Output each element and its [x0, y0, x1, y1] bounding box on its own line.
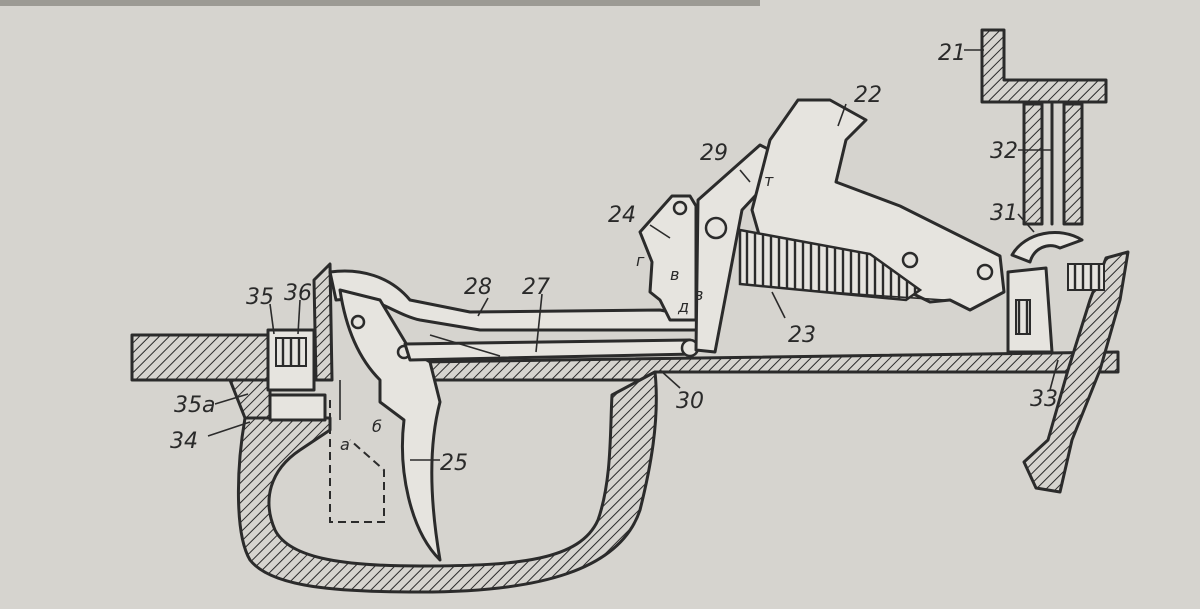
label-33: 33 [1030, 387, 1058, 412]
label-27: 27 [522, 275, 550, 300]
letter-b: б [372, 417, 382, 436]
mainspring-23 [738, 228, 923, 302]
rod-spring [429, 334, 501, 357]
letter-g: г [636, 251, 645, 270]
label-30: 30 [676, 389, 704, 414]
stock-block [130, 333, 272, 382]
letter-a: а [340, 435, 350, 454]
leader-lines [207, 49, 1059, 461]
rear-tang [228, 378, 272, 420]
spring-column-left [1022, 102, 1044, 226]
catch-spring [1015, 299, 1031, 335]
label-25: 25 [440, 451, 468, 476]
letter-v1: в [670, 265, 679, 284]
label-28: 28 [464, 275, 492, 300]
label-36: 36 [284, 281, 312, 306]
sear-pin [672, 200, 688, 216]
scan-text-edge [0, 0, 760, 6]
safety-slot [268, 393, 327, 422]
letter-d: д [677, 297, 689, 316]
label-29: 29 [700, 141, 728, 166]
magazine-catch-33 [1022, 250, 1130, 494]
frame-stop-21 [980, 28, 1108, 104]
label-31: 31 [990, 201, 1018, 226]
catch-spring-33 [1067, 263, 1105, 291]
hammer-pivot [901, 251, 919, 269]
spring-column-right [1062, 102, 1084, 226]
label-24: 24 [608, 203, 636, 228]
mainspring-rod [739, 283, 946, 301]
label-35a: 35a [174, 393, 215, 418]
label-35: 35 [246, 285, 274, 310]
connecting-rod-27 [403, 338, 697, 362]
letter-m: т [764, 171, 774, 190]
part-31 [1010, 231, 1084, 264]
hammer-pin [976, 263, 994, 281]
disconnector-pin [704, 216, 728, 240]
trigger-pin [350, 314, 366, 330]
label-32: 32 [990, 139, 1018, 164]
rear-wall [312, 262, 334, 382]
label-23: 23 [788, 323, 816, 348]
label-34: 34 [170, 429, 198, 454]
trigger-25 [338, 288, 442, 562]
label-22: 22 [854, 83, 882, 108]
label-21: 21 [938, 41, 966, 66]
letter-v2: в [694, 285, 703, 304]
dashed-lever-outline [329, 400, 385, 523]
trigger-guard [236, 370, 658, 594]
spring-36 [275, 337, 307, 367]
